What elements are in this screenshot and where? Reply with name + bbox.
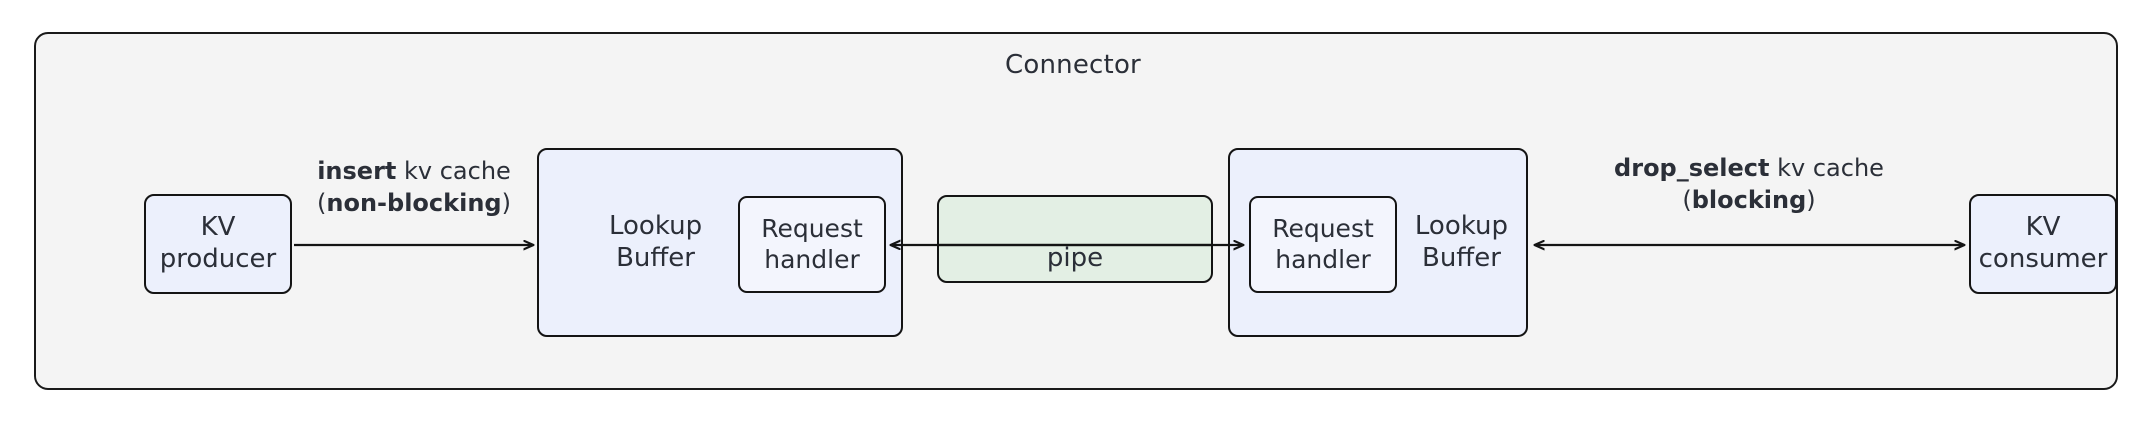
page-title: Connector: [1005, 50, 1141, 80]
edge-label-insert-line1: insert kv cache: [289, 155, 539, 187]
edge-label-insert: insert kv cache (non-blocking): [289, 155, 539, 219]
node-request-handler-right[interactable]: Request handler: [1249, 196, 1397, 293]
edge-label-drop-select-line2: (blocking): [1528, 184, 1970, 216]
node-lookup-buffer-right-label: Lookup Buffer: [1414, 210, 1508, 273]
edge-label-drop-select-bold2: blocking: [1691, 186, 1807, 215]
edge-label-drop-select-suffix: ): [1806, 186, 1816, 215]
edge-label-insert-prefix: (: [317, 189, 327, 218]
edge-label-insert-bold2: non-blocking: [326, 189, 502, 218]
edge-label-insert-bold: insert: [317, 157, 397, 185]
edge-label-insert-rest: kv cache: [396, 157, 511, 185]
node-request-handler-left[interactable]: Request handler: [738, 196, 886, 293]
node-pipe[interactable]: pipe: [937, 195, 1213, 283]
node-lookup-buffer-left-label: Lookup Buffer: [609, 210, 703, 273]
node-kv-producer-label: KV producer: [159, 212, 277, 274]
edge-label-drop-select-line1: drop_select kv cache: [1528, 152, 1970, 184]
edge-label-insert-line2: (non-blocking): [289, 187, 539, 219]
edge-label-drop-select-rest: kv cache: [1769, 154, 1884, 182]
edge-label-insert-suffix: ): [501, 189, 511, 218]
node-kv-producer[interactable]: KV producer: [144, 194, 292, 294]
node-request-handler-left-label: Request handler: [761, 214, 863, 274]
node-kv-consumer-label: KV consumer: [1978, 212, 2108, 274]
node-pipe-label: pipe: [1046, 243, 1104, 274]
node-request-handler-right-label: Request handler: [1272, 214, 1374, 274]
edge-label-drop-select-prefix: (: [1682, 186, 1692, 215]
edge-label-drop-select: drop_select kv cache (blocking): [1528, 152, 1970, 216]
node-kv-consumer[interactable]: KV consumer: [1969, 194, 2117, 294]
edge-label-drop-select-bold: drop_select: [1614, 154, 1770, 182]
